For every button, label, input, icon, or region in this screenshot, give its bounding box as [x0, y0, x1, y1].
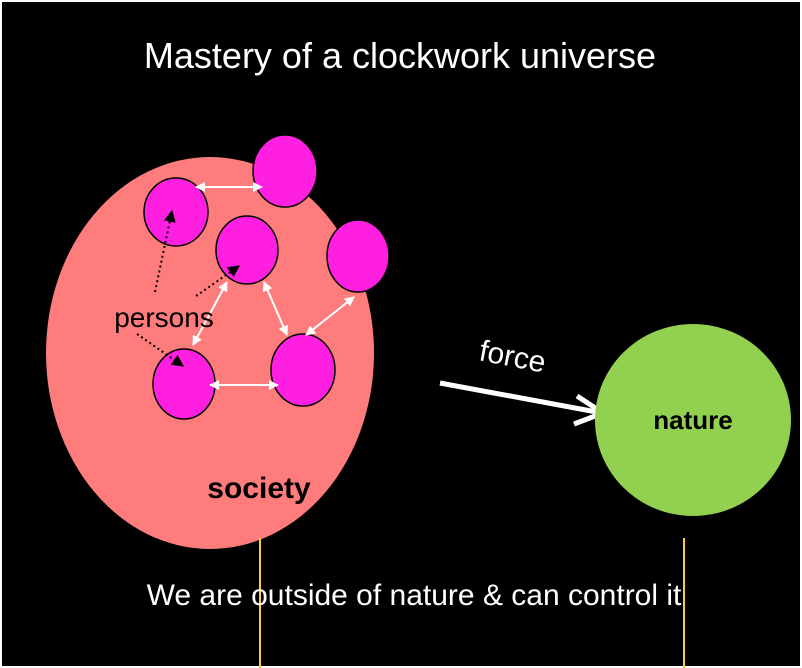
pointer-arrow — [154, 209, 176, 293]
persons-group — [143, 134, 390, 420]
person-node — [215, 215, 279, 285]
force-arrow-shaft — [439, 380, 603, 416]
relation-arrows — [192, 182, 355, 390]
person-node — [270, 333, 336, 407]
pointer-arrow — [136, 333, 184, 367]
society-label: society — [207, 472, 311, 505]
persons-pointers — [136, 209, 240, 367]
relation-arrow — [305, 296, 355, 336]
pointer-arrow — [195, 265, 240, 297]
person-node — [252, 134, 318, 208]
person-node — [143, 177, 209, 247]
person-node — [326, 219, 390, 293]
relation-arrow — [192, 281, 228, 346]
nature-label: nature — [653, 405, 732, 435]
caption-text: We are outside of nature & can control i… — [147, 579, 682, 612]
persons-label: persons — [114, 302, 214, 333]
relation-arrow — [262, 281, 289, 336]
slide-title: Mastery of a clockwork universe — [144, 35, 656, 76]
person-node — [152, 348, 216, 420]
society-circle — [46, 157, 374, 549]
nature-circle — [595, 324, 791, 516]
